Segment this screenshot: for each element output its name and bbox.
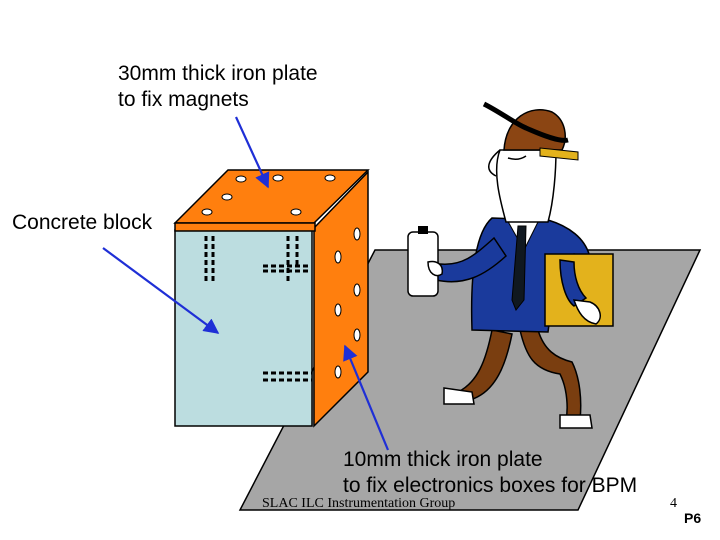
label-top-line-1: 30mm thick iron plate — [118, 62, 318, 85]
slide-code: P6 — [684, 510, 702, 526]
arrow-side-plate-icon — [343, 344, 390, 451]
label-top-line-2: to fix magnets — [118, 88, 249, 111]
page-number: 4 — [670, 496, 677, 511]
concrete-block — [174, 229, 313, 427]
label-side-line-1: 10mm thick iron plate — [343, 448, 543, 471]
electronics-box — [544, 253, 614, 327]
top-plate-edge — [174, 222, 316, 232]
iron-block — [173, 169, 370, 428]
footer-org: SLAC ILC Instrumentation Group — [262, 496, 456, 511]
label-side-line-2: to fix electronics boxes for BPM — [343, 474, 638, 497]
arrow-concrete-icon — [102, 247, 220, 334]
label-top-iron-plate: 30mm thick iron plate to fix magnets — [118, 61, 318, 113]
label-side-iron-plate: 10mm thick iron plate to fix electronics… — [343, 447, 637, 499]
person-with-clipboard-icon — [407, 101, 614, 429]
label-concrete-block: Concrete block — [12, 210, 155, 236]
arrow-top-plate-icon — [234, 116, 270, 189]
